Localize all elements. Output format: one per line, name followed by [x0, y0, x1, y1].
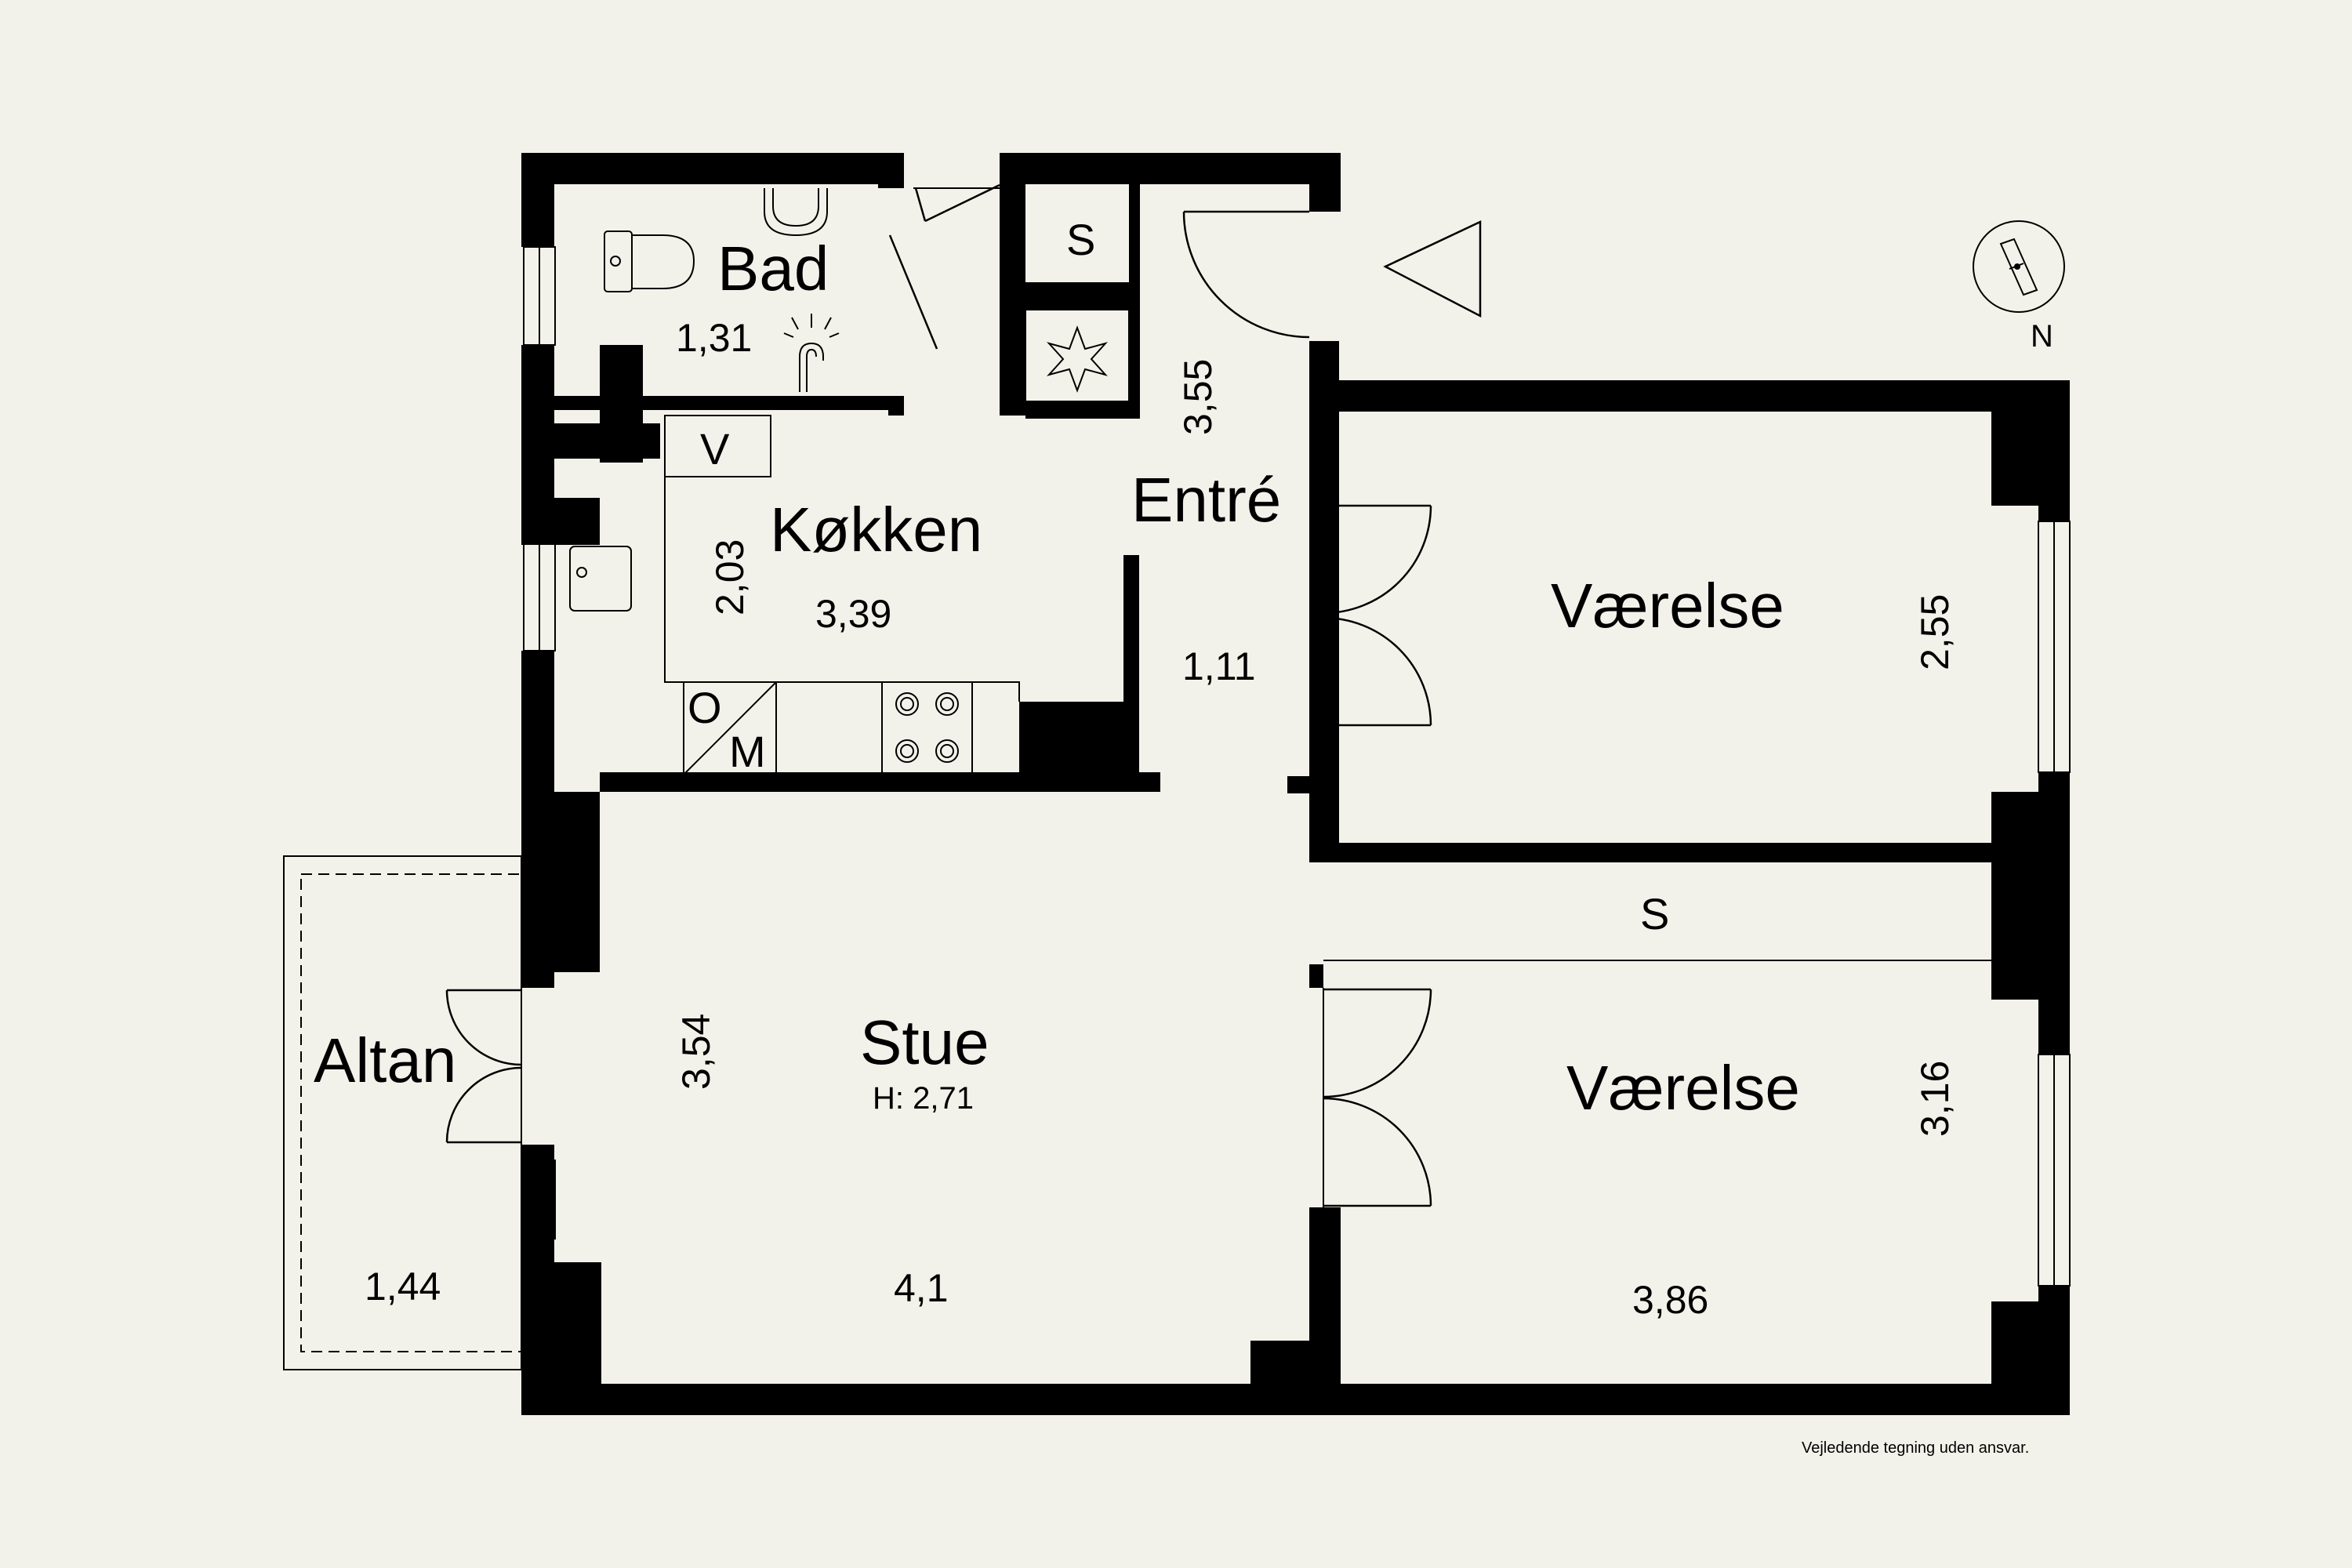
dim-entre-width: 1,11: [1182, 644, 1256, 688]
room-label-kokken: Køkken: [770, 495, 982, 564]
room-label-vaerelse-top: Værelse: [1551, 571, 1784, 641]
dim-vaerelse-bottom-depth: 3,16: [1913, 1061, 1957, 1137]
oven-label: O: [688, 683, 722, 732]
closet-label-bedrooms: S: [1640, 889, 1669, 938]
ventilation-star-icon: [1046, 325, 1109, 393]
room-label-altan: Altan: [314, 1025, 456, 1095]
interior-lines: [521, 184, 1991, 1207]
compass-north-label: N: [2031, 319, 2053, 354]
room-label-entre: Entré: [1131, 465, 1281, 535]
toilet-icon: [604, 188, 828, 292]
windows: [523, 246, 2071, 1287]
room-label-bad: Bad: [717, 234, 829, 303]
dim-stue-width: 4,1: [894, 1266, 949, 1310]
dim-vaerelse-top-depth: 2,55: [1913, 594, 1957, 670]
entrance-arrow-icon: [1383, 220, 1482, 318]
dim-bad-width: 1,31: [676, 316, 752, 360]
stue-ceiling-height: H: 2,71: [873, 1081, 974, 1116]
closet-label-entre: S: [1066, 215, 1095, 264]
dim-entre-depth: 3,55: [1176, 359, 1220, 435]
disclaimer-note: Vejledende tegning uden ansvar.: [1802, 1439, 2029, 1457]
walls: [521, 153, 2070, 1415]
dim-kokken-width: 3,39: [815, 592, 891, 636]
doors: [445, 183, 1432, 1207]
room-label-vaerelse-bottom: Værelse: [1566, 1053, 1800, 1123]
dim-vaerelse-bottom-width: 3,86: [1632, 1278, 1708, 1322]
microwave-label: M: [729, 727, 766, 776]
dim-stue-depth: 3,54: [674, 1014, 718, 1090]
dim-altan-width: 1,44: [365, 1265, 441, 1308]
compass-icon: [1973, 220, 2065, 313]
dim-kokken-depth: 2,03: [708, 539, 752, 615]
shower-icon: [783, 314, 840, 392]
washer-label: V: [700, 424, 730, 474]
room-label-stue: Stue: [860, 1007, 989, 1077]
